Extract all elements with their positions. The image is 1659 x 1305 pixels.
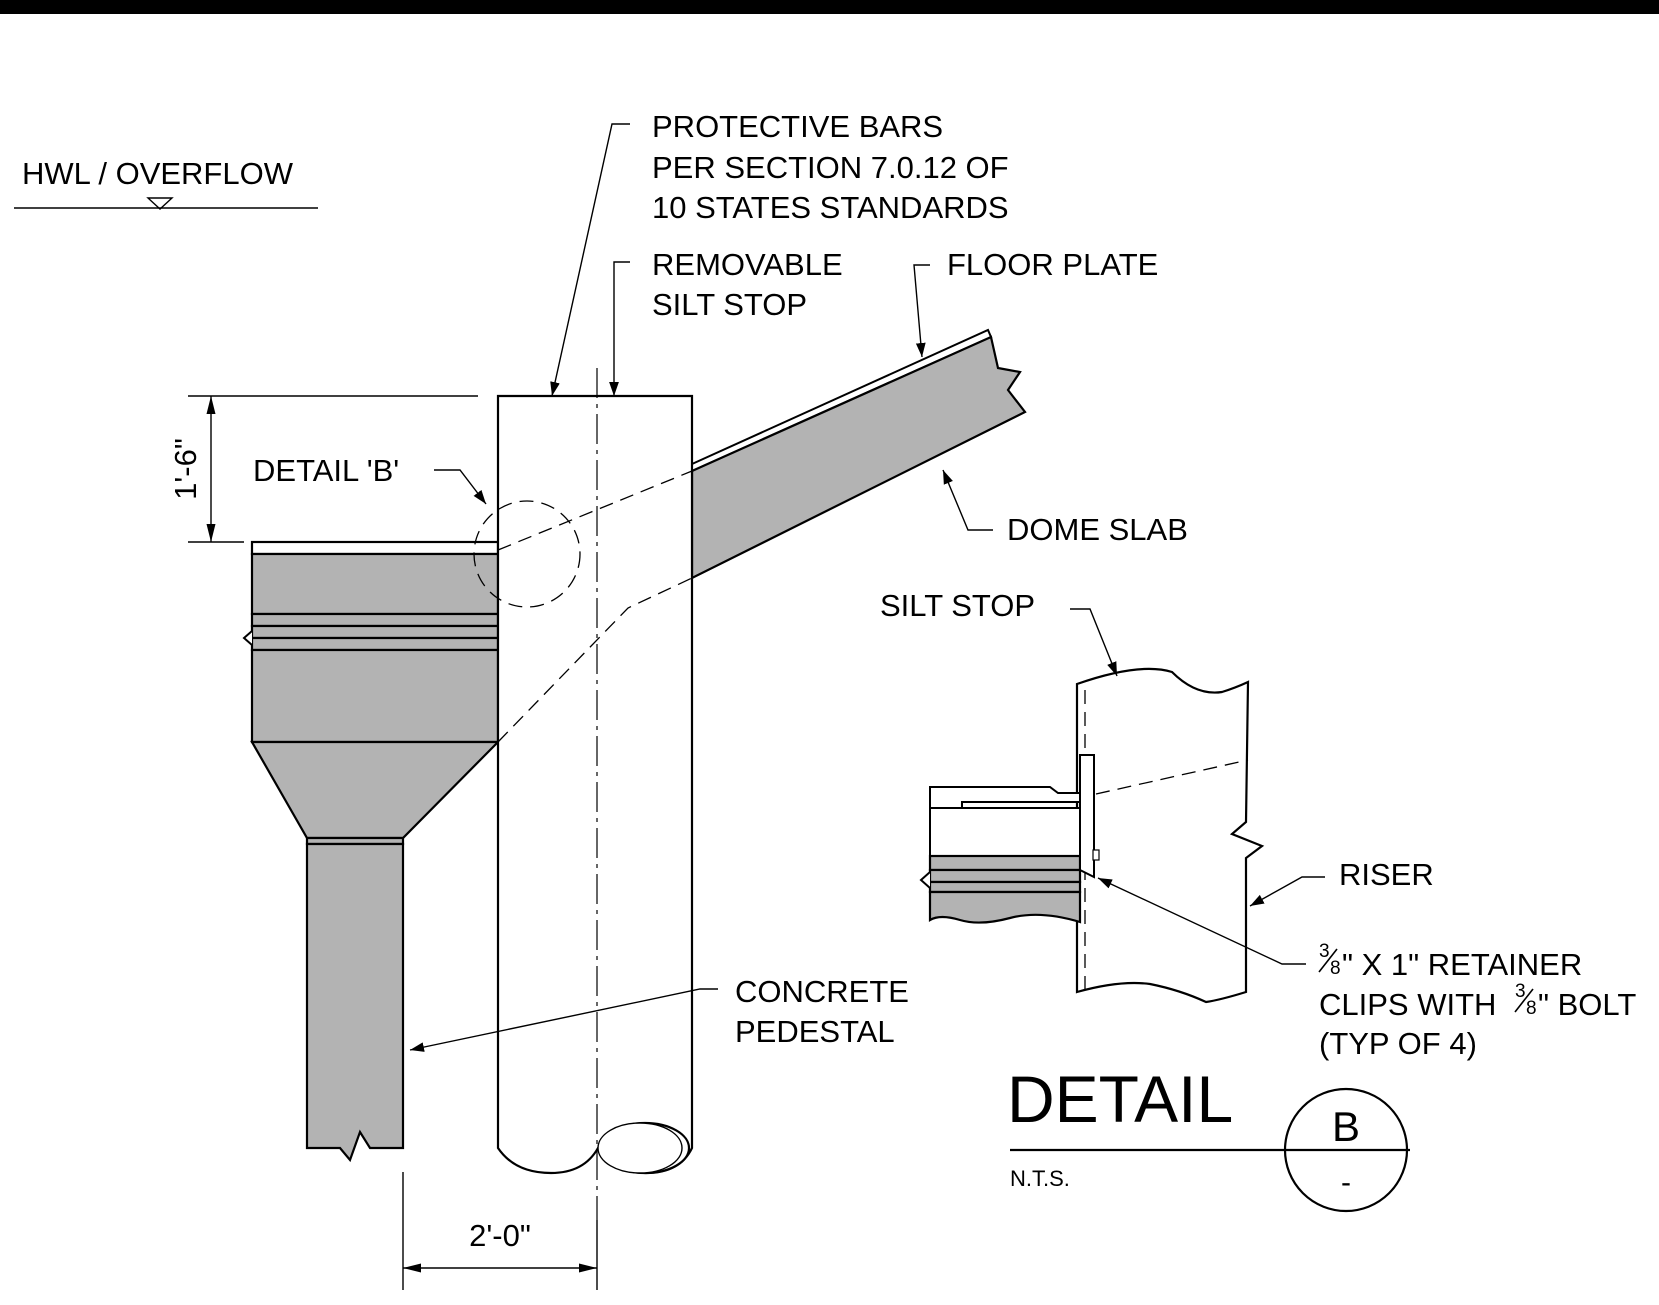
leaders-detail [1070,608,1325,965]
riser-pipe [496,368,694,1220]
main-labels: PROTECTIVE BARS PER SECTION 7.0.12 OF 10… [253,109,1188,1049]
detail-b-view [919,667,1265,1004]
concrete-pedestal-label-1: CONCRETE [735,974,909,1009]
detail-id: B [1332,1103,1360,1150]
riser-label: RISER [1339,857,1434,892]
width-dimension-label: 2'-0" [469,1218,531,1253]
dome-slab-label: DOME SLAB [1007,512,1188,547]
floor-plate-label: FLOOR PLATE [947,247,1158,282]
retainer-clips-label-1: " X 1" RETAINER [1342,947,1582,982]
leaders-main [409,123,993,1052]
detail-title: DETAIL [1007,1062,1233,1136]
fraction-denominator-2: 8 [1526,998,1537,1019]
fraction-numerator-1: 3 [1319,941,1330,962]
retainer-clips-label-2: CLIPS WITH [1319,987,1505,1022]
water-level-triangle-icon [146,197,174,210]
hwl-label: HWL / OVERFLOW [22,156,294,191]
concrete-pedestal [242,540,501,1163]
detail-b-circle [473,500,581,608]
detail-b-callout-label: DETAIL 'B' [253,453,399,488]
protective-bars-label-2: PER SECTION 7.0.12 OF [652,150,1009,185]
sheet-number: - [1341,1166,1351,1199]
height-dimension-label: 1'-6" [168,438,203,500]
removable-silt-stop-label-2: SILT STOP [652,287,807,322]
dome-slab [690,328,1027,580]
retainer-clips-line-1: 3 8 " X 1" RETAINER [1318,941,1582,982]
detail-labels: SILT STOP RISER 3 8 " X 1" RETAINER CLIP… [880,588,1636,1061]
scale-label: N.T.S. [1010,1166,1070,1191]
retainer-clips-line-2: CLIPS WITH 3 8 " BOLT [1319,981,1636,1022]
protective-bars-label-1: PROTECTIVE BARS [652,109,943,144]
dimension-width: 2'-0" [402,1172,598,1290]
fraction-numerator-2: 3 [1515,981,1526,1002]
concrete-pedestal-label-2: PEDESTAL [735,1014,895,1049]
silt-stop-label: SILT STOP [880,588,1035,623]
hidden-slab-lines [497,470,693,743]
retainer-clips-label-3: " BOLT [1538,987,1636,1022]
protective-bars-label-3: 10 STATES STANDARDS [652,190,1009,225]
top-border [0,0,1659,14]
hwl-marker: HWL / OVERFLOW [14,156,318,210]
retainer-clips-label-4: (TYP OF 4) [1319,1026,1477,1061]
fraction-denominator-1: 8 [1330,958,1341,979]
dimension-height: 1'-6" [168,395,478,543]
title-block: DETAIL N.T.S. B - [1007,1062,1410,1213]
removable-silt-stop-label-1: REMOVABLE [652,247,843,282]
